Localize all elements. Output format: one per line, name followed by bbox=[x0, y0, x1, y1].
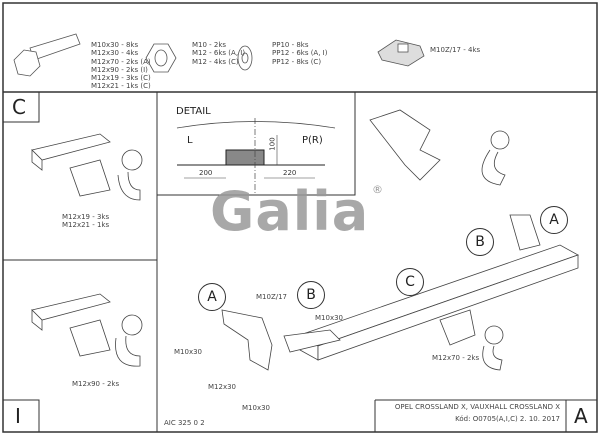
c-bolt-2: M12x21 - 1ks bbox=[62, 221, 110, 230]
label-m12x30: M12x30 bbox=[208, 383, 236, 391]
panel-c-label: C bbox=[12, 95, 26, 119]
galia-logo: Galia bbox=[210, 180, 370, 243]
part-clip: M10Z/17 - 4ks bbox=[430, 46, 481, 54]
label-clip: M10Z/17 bbox=[256, 293, 288, 301]
part-nut-3: M12 - 4ks (C) bbox=[192, 57, 239, 66]
part-bolt-1: M10x30 - 8ks bbox=[91, 41, 139, 49]
part-bolt-3: M12x70 - 2ks (A) bbox=[91, 57, 151, 66]
clip-icon bbox=[377, 39, 425, 67]
part-bolt-2: M12x30 - 4ks bbox=[91, 49, 139, 58]
part-washer-2: PP12 - 6ks (A, I) bbox=[272, 49, 328, 58]
part-washer-1: PP10 - 8ks bbox=[272, 41, 309, 49]
callout-a-left: A bbox=[198, 283, 226, 311]
detail-left: L bbox=[187, 135, 193, 146]
callout-c: C bbox=[396, 268, 424, 296]
detail-title: DETAIL bbox=[176, 106, 211, 117]
label-m10x30-3: M10x30 bbox=[242, 404, 270, 412]
callout-b-left: B bbox=[297, 281, 325, 309]
registered-mark: ® bbox=[372, 183, 383, 196]
detail-right: P(R) bbox=[302, 135, 323, 146]
panel-i-label: I bbox=[15, 404, 21, 428]
c-bolt-1: M12x19 - 3ks bbox=[62, 213, 110, 221]
callout-a-right: A bbox=[540, 206, 568, 234]
part-nut-1: M10 - 2ks bbox=[192, 41, 227, 49]
part-nut-2: M12 - 6ks (A, I) bbox=[192, 49, 246, 58]
code-date: Kód: O0705(A,I,C) 2. 10. 2017 bbox=[455, 415, 560, 423]
i-bolt: M12x90 - 2ks bbox=[72, 380, 120, 388]
sheet-label: A bbox=[574, 404, 588, 428]
part-washer-3: PP12 - 8ks (C) bbox=[272, 57, 322, 66]
drawing-number: AIC 325 0 2 bbox=[164, 419, 205, 427]
washer-icon bbox=[237, 45, 253, 71]
dim-right: 220 bbox=[283, 169, 297, 177]
part-bolt-4: M12x90 - 2ks (I) bbox=[91, 65, 148, 74]
bolt-icon bbox=[13, 33, 81, 77]
callout-b-right: B bbox=[466, 228, 494, 256]
nut-icon bbox=[145, 43, 177, 73]
vehicle-name: OPEL CROSSLAND X, VAUXHALL CROSSLAND X bbox=[394, 403, 560, 411]
label-m12x70: M12x70 - 2ks bbox=[432, 354, 480, 362]
label-m10x30-1: M10x30 bbox=[315, 314, 343, 322]
dim-left: 200 bbox=[199, 169, 213, 177]
part-bolt-5: M12x19 - 3ks (C) bbox=[91, 74, 151, 83]
label-m10x30-2: M10x30 bbox=[174, 348, 202, 356]
part-bolt-6: M12x21 - 1ks (C) bbox=[91, 82, 151, 91]
